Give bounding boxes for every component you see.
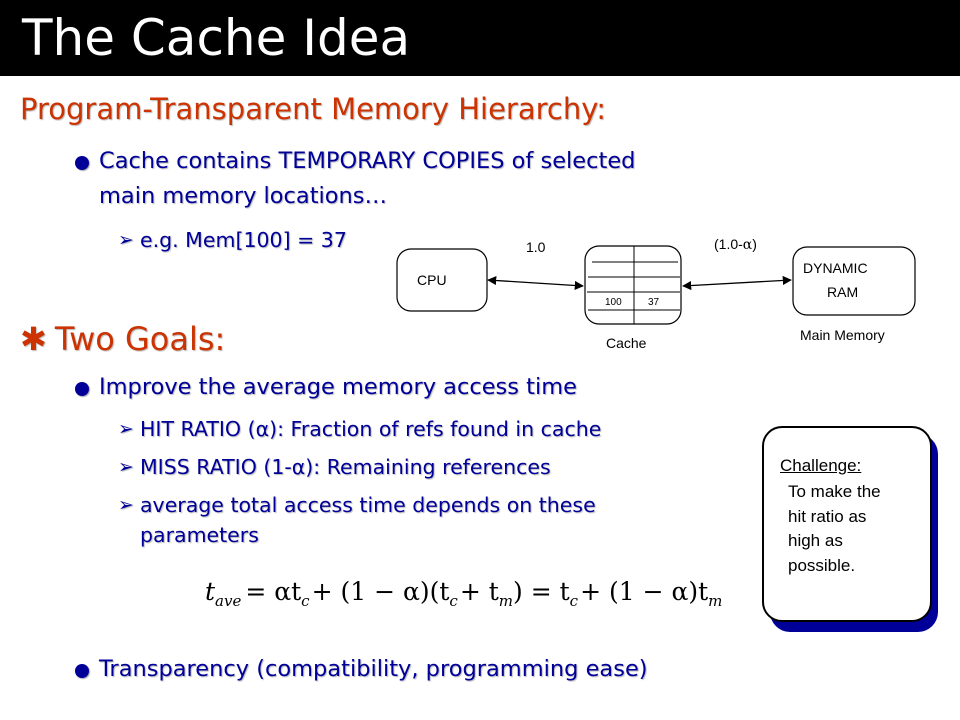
challenge-box: Challenge: To make the hit ratio as high… bbox=[762, 426, 932, 622]
hit-ratio-item: ➢ HIT RATIO (α): Fraction of refs found … bbox=[118, 416, 602, 443]
challenge-title: Challenge: bbox=[780, 456, 862, 475]
formula-rhs-3: + t bbox=[460, 577, 499, 606]
formula-rhs-4: ) = t bbox=[513, 577, 570, 606]
formula-text: tave= αtc+ (1 − α)(tc+ tm) = tc+ (1 − α)… bbox=[205, 577, 722, 610]
miss-rate-alpha: α bbox=[743, 237, 753, 253]
title-bar: The Cache Idea bbox=[0, 0, 960, 76]
bullet-dot-icon bbox=[75, 664, 89, 678]
ram-label-line1: DYNAMIC bbox=[803, 260, 868, 276]
miss-ratio-after: ): Remaining references bbox=[305, 455, 551, 479]
formula-sub-m: m bbox=[708, 592, 722, 610]
arrow-bullet-icon: ➢ bbox=[118, 456, 134, 478]
miss-rate-label: (1.0-α) bbox=[714, 236, 757, 253]
hit-ratio-before: HIT RATIO ( bbox=[140, 417, 256, 441]
alpha-symbol: α bbox=[255, 417, 270, 441]
bullet-text: Transparency (compatibility, programming… bbox=[99, 656, 648, 682]
hit-ratio-after: ): Fraction of refs found in cache bbox=[269, 417, 602, 441]
cache-data: 37 bbox=[648, 297, 660, 308]
formula-sub-c: c bbox=[449, 592, 458, 610]
miss-ratio-item: ➢ MISS RATIO (1-α): Remaining references bbox=[118, 454, 551, 481]
main-memory-label: Main Memory bbox=[800, 327, 885, 343]
ram-box bbox=[792, 246, 916, 316]
miss-ratio-before: MISS RATIO (1- bbox=[140, 455, 292, 479]
formula-lhs-sub: ave bbox=[215, 592, 241, 610]
bullet-improve: Improve the average memory access time bbox=[75, 372, 577, 402]
arrow-bullet-icon: ➢ bbox=[118, 494, 134, 516]
formula-sub-c: c bbox=[301, 592, 310, 610]
bullet-cache-contains-cont: main memory locations… bbox=[99, 183, 388, 209]
cache-ram-arrow bbox=[682, 275, 792, 291]
slide-title: The Cache Idea bbox=[22, 9, 411, 67]
bullet-transparency: Transparency (compatibility, programming… bbox=[75, 654, 648, 684]
formula-sub-c: c bbox=[570, 592, 579, 610]
example-item: ➢ e.g. Mem[100] = 37 bbox=[118, 227, 347, 254]
challenge-line: hit ratio as bbox=[788, 506, 867, 526]
formula-lhs: t bbox=[205, 577, 216, 606]
avg-time-item: ➢ average total access time depends on t… bbox=[118, 492, 596, 519]
cpu-label: CPU bbox=[417, 272, 447, 288]
formula-sub-m: m bbox=[499, 592, 513, 610]
ram-label-line2: RAM bbox=[827, 284, 858, 300]
goals-heading-text: Two Goals: bbox=[54, 320, 226, 358]
hit-rate-label: 1.0 bbox=[526, 239, 546, 255]
alpha-symbol: α bbox=[291, 455, 306, 479]
star-bullet-icon: ✱ bbox=[20, 320, 47, 358]
challenge-line: high as bbox=[788, 531, 843, 550]
bullet-cache-contains: Cache contains TEMPORARY COPIES of selec… bbox=[75, 146, 636, 176]
cache-address: 100 bbox=[605, 297, 622, 308]
cache-label: Cache bbox=[606, 335, 647, 351]
example-text: e.g. Mem[100] = 37 bbox=[140, 228, 347, 252]
cpu-cache-arrow bbox=[487, 275, 584, 291]
arrow-bullet-icon: ➢ bbox=[118, 418, 134, 440]
bullet-dot-icon bbox=[75, 382, 89, 396]
goals-heading: ✱Two Goals: bbox=[20, 320, 225, 358]
formula-rhs-2: + (1 − α)(t bbox=[312, 577, 450, 606]
avg-time-text: average total access time depends on the… bbox=[140, 493, 596, 517]
challenge-line: To make the bbox=[788, 482, 881, 501]
challenge-line: possible. bbox=[788, 555, 856, 575]
miss-rate-close: ) bbox=[752, 236, 757, 252]
average-access-time-formula: tave= αtc+ (1 − α)(tc+ tm) = tc+ (1 − α)… bbox=[205, 577, 722, 610]
miss-rate-open: (1.0- bbox=[714, 236, 743, 252]
avg-time-item-cont: parameters bbox=[140, 523, 259, 547]
formula-rhs-5: + (1 − α)t bbox=[580, 577, 708, 606]
formula-rhs-1: = αt bbox=[245, 577, 301, 606]
challenge-text: To make the hit ratio as high as possibl… bbox=[788, 480, 928, 578]
section-heading: Program-Transparent Memory Hierarchy: bbox=[20, 92, 607, 126]
bullet-dot-icon bbox=[75, 156, 89, 170]
challenge-callout: Challenge: To make the hit ratio as high… bbox=[762, 426, 938, 632]
memory-hierarchy-diagram: CPU 100 37 Cache DYNAMIC RAM Main Memory… bbox=[396, 236, 916, 351]
bullet-text: Cache contains TEMPORARY COPIES of selec… bbox=[99, 148, 636, 174]
cpu-box bbox=[396, 248, 488, 312]
bullet-text: Improve the average memory access time bbox=[99, 374, 577, 400]
cache-box bbox=[584, 245, 682, 325]
arrow-bullet-icon: ➢ bbox=[118, 229, 134, 251]
